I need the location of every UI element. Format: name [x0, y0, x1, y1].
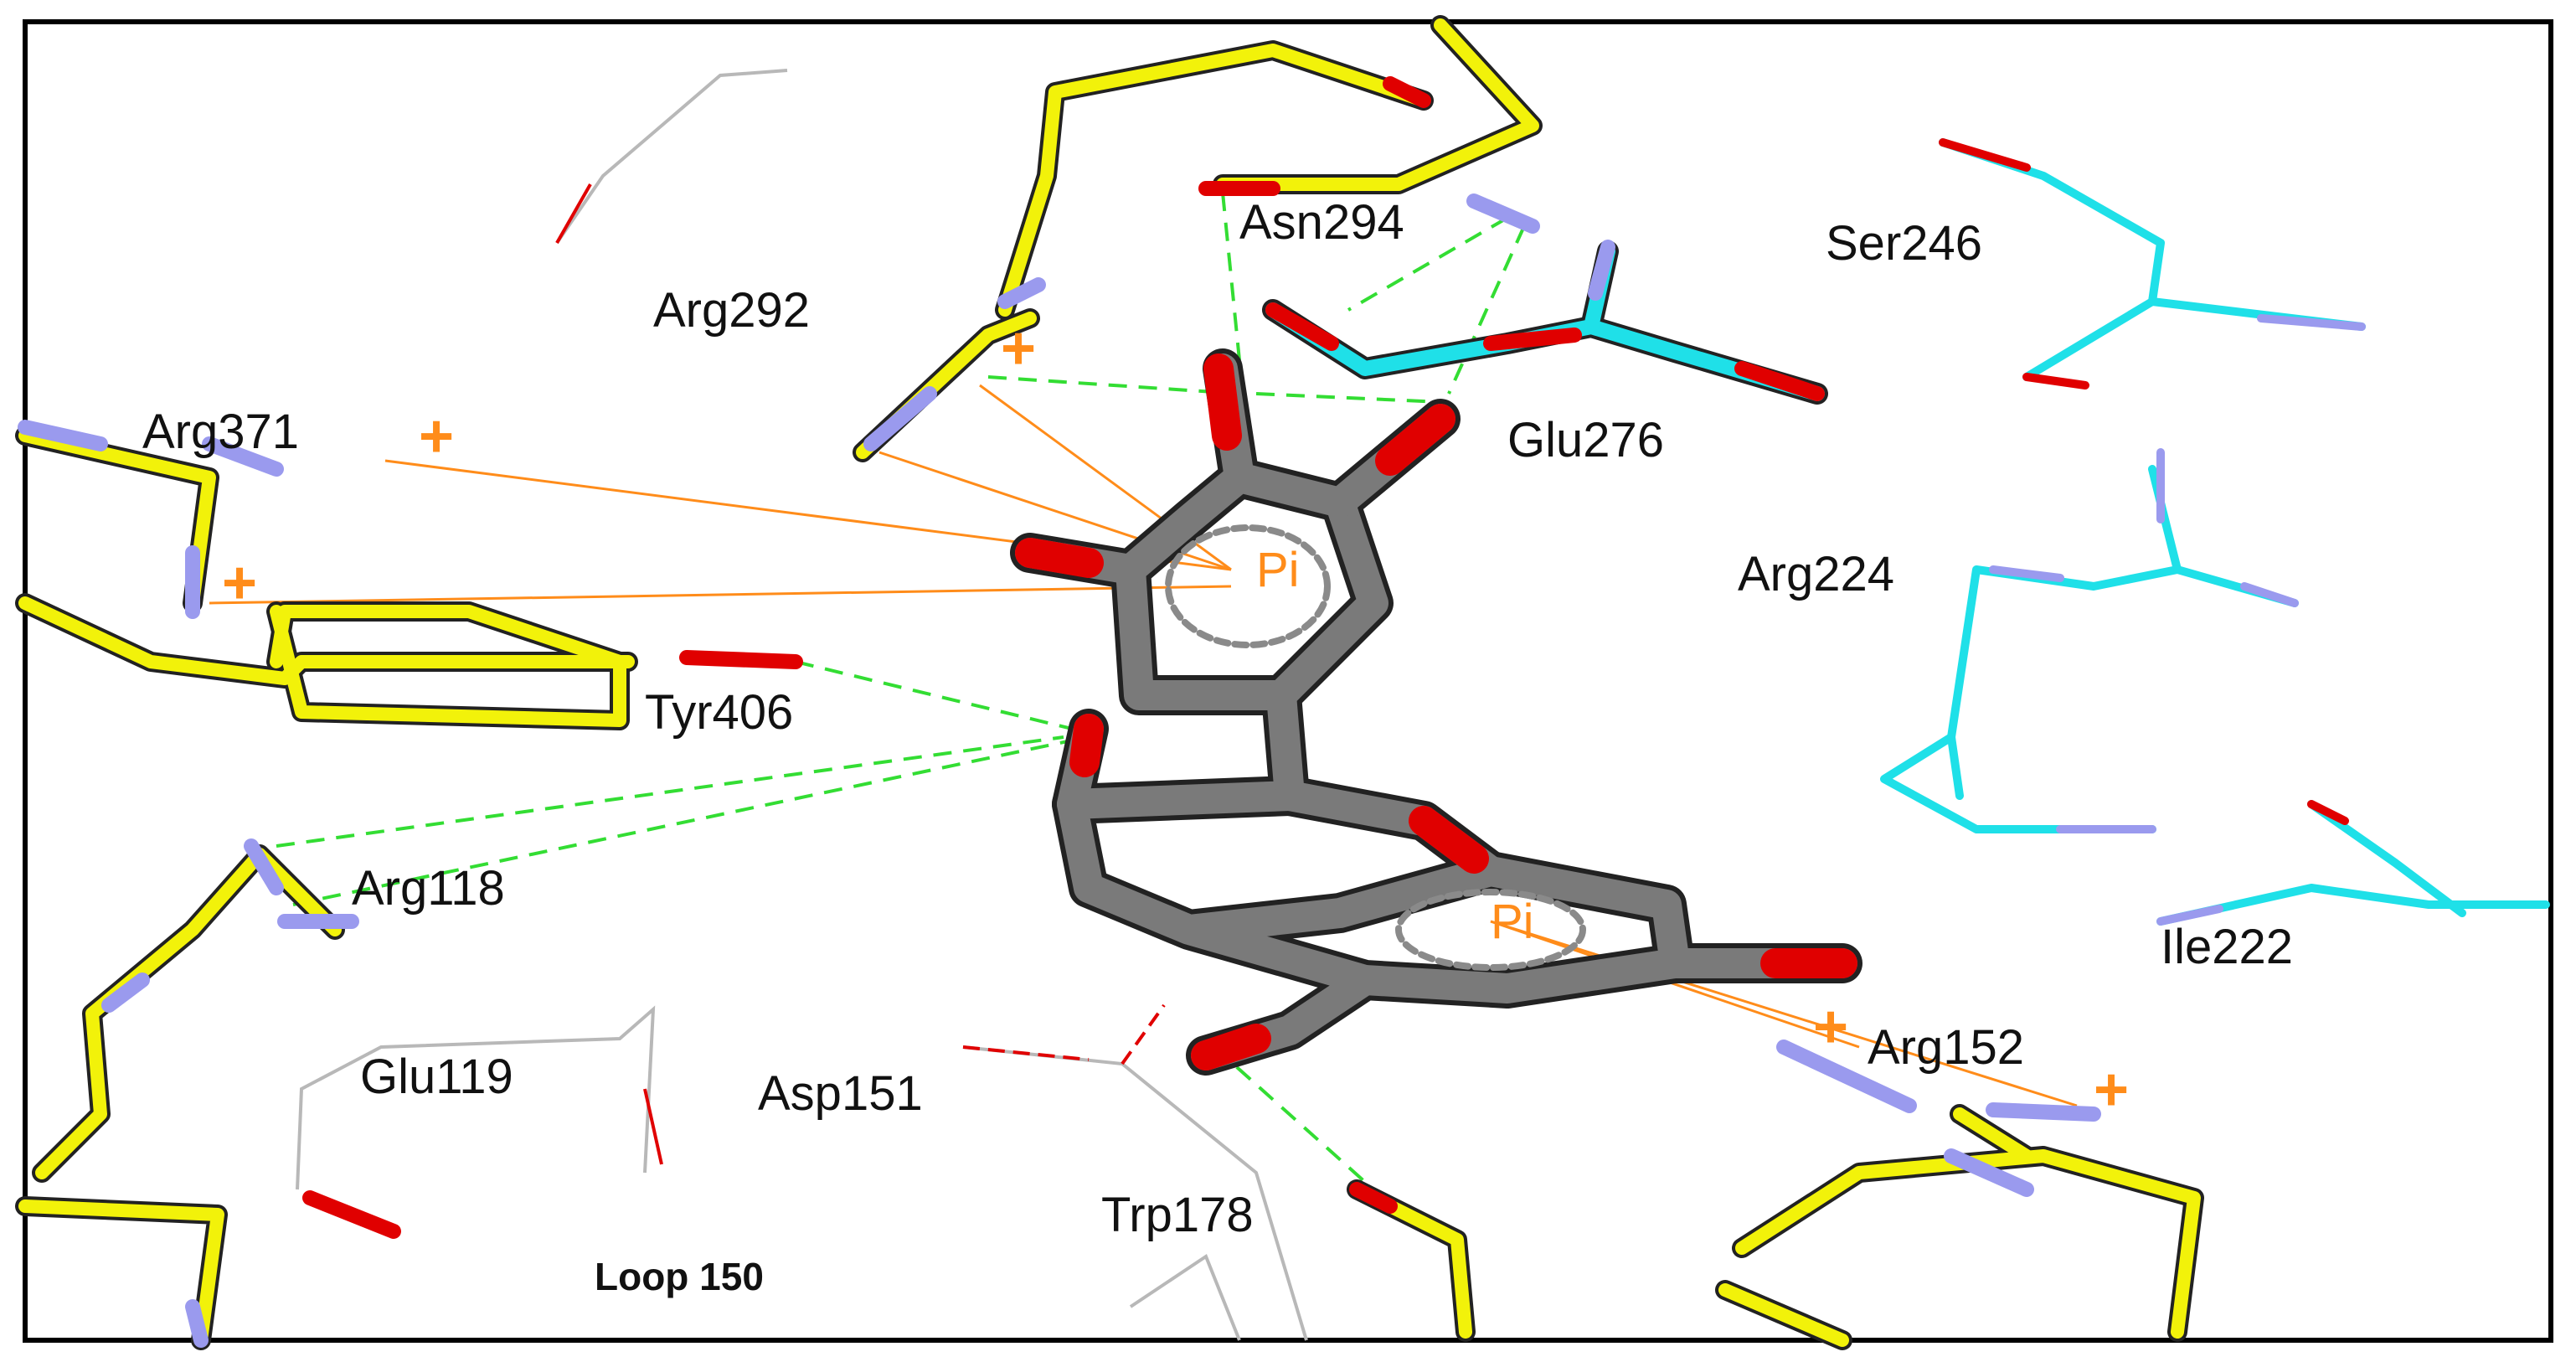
- hbond-7: [292, 740, 1069, 906]
- residue-asn294: [1216, 18, 1539, 191]
- pi-line-5: [1490, 920, 1860, 1049]
- arg152-nitrogen: [1776, 1040, 1917, 1113]
- arg152-nitrogen-2: [1986, 1102, 2101, 1122]
- ligand-oxygen-1: [1203, 353, 1242, 451]
- ligand-oxygen-3: [1015, 538, 1104, 578]
- arg118-nitrogen: [244, 838, 284, 895]
- hbond-3: [1447, 225, 1526, 395]
- tyr406-oxygen: [679, 650, 803, 669]
- thin-residue-asp151-oxygen: [962, 1045, 1090, 1061]
- yellow-residues: [15, 15, 2204, 1350]
- charge-marker-arg371-2: +: [222, 549, 257, 617]
- ser246-oxygen: [1939, 138, 2031, 172]
- pi-label-bottom: Pi: [1491, 895, 1534, 949]
- label-loop150: Loop 150: [595, 1255, 764, 1298]
- ligand-oxygen-6: [1191, 1024, 1271, 1071]
- asn294-nitrogen: [1466, 193, 1540, 234]
- hbond-8: [1213, 1045, 1375, 1191]
- label-arg224: Arg224: [1738, 547, 1894, 601]
- residue-labels: Asn294 Ser246 Arg292 Glu276 Arg371 Arg22…: [142, 195, 2293, 1298]
- pi-label-top: Pi: [1256, 543, 1300, 597]
- hbond-9: [1255, 392, 1441, 404]
- label-asp151: Asp151: [758, 1066, 923, 1121]
- arg371-nitrogen: [18, 420, 108, 451]
- glu276-nitrogen: [1588, 240, 1615, 301]
- label-arg152: Arg152: [1868, 1020, 2024, 1075]
- ile222-nitrogen: [2156, 905, 2223, 926]
- residue-ile222-branch: [2307, 800, 2466, 917]
- label-arg371: Arg371: [142, 405, 299, 459]
- arg292-nitrogen: [863, 386, 937, 451]
- hbond-5: [795, 660, 1073, 730]
- arg224-nitrogen-3: [2240, 582, 2299, 607]
- label-tyr406: Tyr406: [645, 685, 793, 740]
- ser246-oxygen-2: [2022, 373, 2089, 390]
- label-arg118: Arg118: [352, 861, 505, 916]
- glu276-oxygen: [1265, 302, 1339, 351]
- residue-arg224: [1880, 465, 2182, 833]
- ile222-oxygen: [2307, 800, 2349, 825]
- hbond-6: [276, 735, 1064, 848]
- arg118-nitrogen-4: [185, 1299, 209, 1348]
- residue-tyr406: [18, 596, 635, 685]
- label-ser246: Ser246: [1826, 216, 1982, 271]
- residue-arg292: [998, 44, 1430, 317]
- pi-labels: Pi Pi: [1256, 543, 1534, 949]
- pi-cation-lines: [209, 384, 2078, 1107]
- ligand-oxygen-5: [1409, 806, 1489, 874]
- thin-residues: [296, 69, 1308, 1341]
- hbond-4: [987, 375, 1240, 395]
- residue-arg118-lower: [18, 1199, 224, 1347]
- charge-marker-arg371: +: [419, 403, 454, 470]
- thin-residue-glu119: [296, 1005, 656, 1190]
- charge-marker-arg152-2: +: [2094, 1056, 2129, 1123]
- thin-residue-glu119-oxygen: [643, 1088, 663, 1165]
- arg152-nitrogen-3: [1944, 1148, 2034, 1197]
- arg292-nitrogen-2: [997, 277, 1046, 309]
- hydrogen-bonds: [276, 192, 1526, 1191]
- pi-line-4: [209, 585, 1232, 605]
- thin-residue-top: [555, 69, 788, 245]
- ligand-oxygen-4: [1069, 714, 1104, 777]
- arg118-nitrogen-3: [101, 972, 150, 1013]
- charge-marker-arg152: +: [1813, 993, 1848, 1060]
- ligand-ring-bottom: [1057, 680, 1690, 1003]
- frame-border: [23, 19, 2553, 1343]
- cyan-residues: [1262, 138, 2550, 926]
- label-trp178: Trp178: [1101, 1188, 1254, 1242]
- residue-tyr406-ring: [270, 605, 626, 727]
- charge-markers: + + + + +: [222, 315, 2129, 1123]
- ligand: [1010, 348, 1862, 1076]
- residue-arg152-link: [1953, 1107, 2033, 1163]
- label-glu119: Glu119: [360, 1050, 513, 1104]
- arg118-oxygen: [302, 1190, 401, 1239]
- charge-marker-arg292: +: [1001, 315, 1036, 382]
- thin-residue-asp151-oxygen-2: [1121, 1003, 1166, 1065]
- label-glu276: Glu276: [1507, 413, 1664, 467]
- thin-residue-top-oxygen: [555, 183, 592, 244]
- glu276-oxygen-2: [1483, 328, 1582, 351]
- residue-arg152-ring: [1735, 1149, 2201, 1339]
- thin-residue-trp178: [1129, 1253, 1241, 1341]
- pi-line-6: [1490, 920, 2078, 1107]
- ser246-nitrogen: [2257, 314, 2366, 331]
- arg224-nitrogen-2: [1989, 565, 2064, 582]
- ligand-oxygen-2: [1375, 404, 1455, 476]
- residue-arg224-branch-2: [1947, 733, 1964, 800]
- trp178-oxygen: [1349, 1182, 1398, 1214]
- arg371-nitrogen-2: [202, 436, 284, 477]
- label-ile222: Ile222: [2161, 920, 2293, 974]
- hbond-2: [1347, 216, 1509, 312]
- asn294-oxygen: [1383, 76, 1431, 108]
- pi-ring-marker-top: [1165, 524, 1331, 648]
- residue-ile222: [2156, 884, 2550, 926]
- label-asn294: Asn294: [1239, 195, 1404, 250]
- residue-arg152-ring-2: [1718, 1283, 1849, 1347]
- label-arg292: Arg292: [653, 283, 810, 338]
- glu276-oxygen-3: [1734, 361, 1825, 401]
- pi-ring-marker-bottom: [1395, 889, 1586, 971]
